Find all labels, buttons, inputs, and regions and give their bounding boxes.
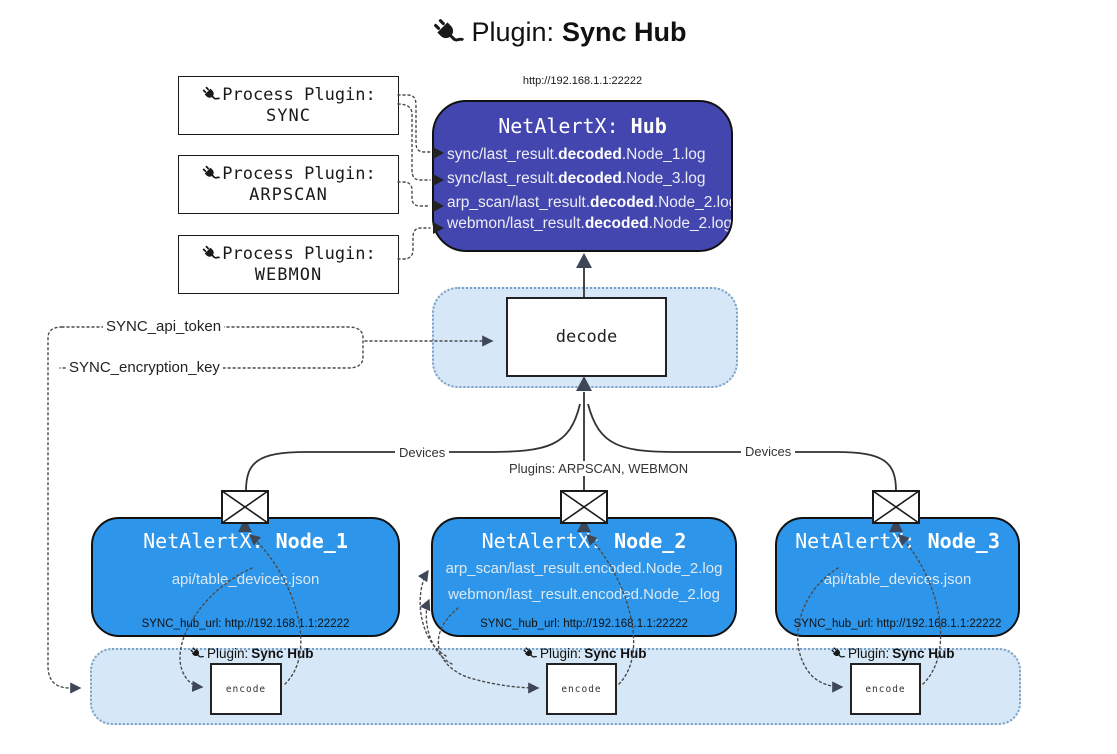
node-file: arp_scan/last_result.encoded.Node_2.log xyxy=(445,560,723,577)
plug-icon xyxy=(522,646,537,661)
encoder-label-1: Plugin:Sync Hub xyxy=(189,646,314,661)
node-box-1: NetAlertX: Node_1 api/table_devices.json… xyxy=(91,517,400,637)
plug-icon xyxy=(830,646,845,661)
hub-title: NetAlertX: Hub xyxy=(498,114,667,138)
hub-log-line: sync/last_result.decoded.Node_3.log xyxy=(447,170,706,187)
encode-box-2: encode xyxy=(546,663,617,715)
node-title: NetAlertX: Node_1 xyxy=(143,529,348,553)
plug-icon xyxy=(201,244,220,263)
node-hub-url: SYNC_hub_url: http://192.168.1.1:22222 xyxy=(141,618,350,630)
node-file: webmon/last_result.encoded.Node_2.log xyxy=(448,586,720,603)
hub-url: http://192.168.1.1:22222 xyxy=(522,75,643,87)
node-hub-url: SYNC_hub_url: http://192.168.1.1:22222 xyxy=(480,618,688,630)
node-file: api/table_devices.json xyxy=(171,571,320,588)
node-title: NetAlertX: Node_2 xyxy=(481,529,687,553)
plug-icon xyxy=(201,164,220,183)
encoder-label-3: Plugin:Sync Hub xyxy=(830,646,955,661)
process-plugin-box-sync: Process Plugin: SYNC xyxy=(178,76,399,135)
process-plugin-name: SYNC xyxy=(266,105,311,126)
process-plugin-box-webmon: Process Plugin: WEBMON xyxy=(178,235,399,294)
sync-api-token-label: SYNC_api_token xyxy=(103,318,225,335)
plug-icon xyxy=(189,646,204,661)
process-plugin-label: Process Plugin: xyxy=(201,164,376,184)
process-plugin-box-arpscan: Process Plugin: ARPSCAN xyxy=(178,155,399,214)
process-plugin-label: Process Plugin: xyxy=(201,85,376,105)
node-hub-url: SYNC_hub_url: http://192.168.1.1:22222 xyxy=(793,618,1002,630)
hub-log-line: arp_scan/last_result.decoded.Node_2.log xyxy=(447,194,733,211)
page-title-prefix: Plugin: xyxy=(471,17,555,47)
plug-icon xyxy=(201,85,220,104)
node-file: api/table_devices.json xyxy=(823,571,972,588)
process-plugin-name: ARPSCAN xyxy=(249,184,328,205)
encode-box-3: encode xyxy=(850,663,921,715)
encoder-label-2: Plugin:Sync Hub xyxy=(522,646,647,661)
node-title: NetAlertX: Node_3 xyxy=(795,529,1000,553)
devices-label-right: Devices xyxy=(741,444,796,459)
node-box-2: NetAlertX: Node_2 arp_scan/last_result.e… xyxy=(431,517,737,637)
page-title-name: Sync Hub xyxy=(562,17,687,47)
plugins-edge-label: Plugins: ARPSCAN, WEBMON xyxy=(505,461,693,476)
page-title: Plugin: Sync Hub xyxy=(430,16,687,49)
sync-encryption-key-label: SYNC_encryption_key xyxy=(66,359,223,376)
decode-box: decode xyxy=(506,297,667,377)
plugin-to-hub-connectors xyxy=(397,94,431,260)
encode-box-1: encode xyxy=(210,663,282,715)
plug-icon xyxy=(430,16,463,49)
devices-label-left: Devices xyxy=(395,445,450,460)
process-plugin-name: WEBMON xyxy=(254,264,323,285)
hub-log-line: webmon/last_result.decoded.Node_2.log xyxy=(447,215,733,232)
hub-box: NetAlertX: Hub sync/last_result.decoded.… xyxy=(432,100,733,252)
process-plugin-label: Process Plugin: xyxy=(201,244,376,264)
hub-log-line: sync/last_result.decoded.Node_1.log xyxy=(447,146,706,163)
node-box-3: NetAlertX: Node_3 api/table_devices.json… xyxy=(775,517,1020,637)
